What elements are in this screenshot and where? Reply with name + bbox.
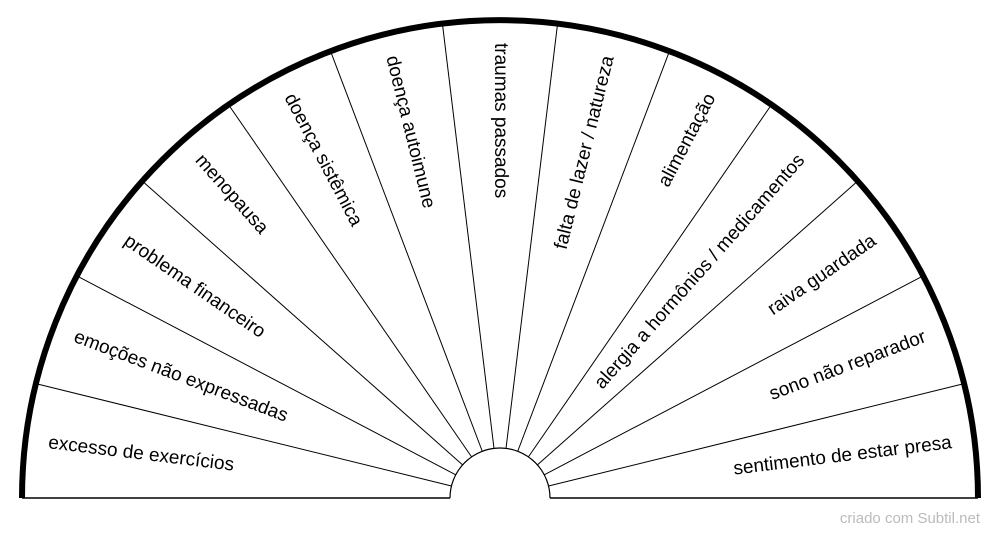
sector-divider (548, 383, 965, 487)
sector-label: falta de lazer / natureza (551, 53, 619, 251)
sector-label: menopausa (191, 150, 273, 239)
sector-divider (228, 104, 473, 458)
outer-arc (19, 17, 981, 499)
sector-divider (76, 275, 456, 476)
sector-divider (544, 275, 924, 476)
sector-label: raiva guardada (764, 230, 881, 320)
sector-divider (517, 50, 670, 452)
sector-label: traumas passados (490, 43, 511, 198)
sector-label: problema financeiro (120, 230, 269, 342)
sector-label: alimentação (654, 90, 720, 190)
sector-label: doença autoimune (381, 54, 439, 211)
sector-divider (537, 180, 859, 466)
footer-credit: criado com Subtil.net (839, 510, 980, 527)
inner-semicircle (449, 447, 551, 499)
sector-label: sentimento de estar presa (732, 432, 953, 479)
sector-divider (505, 23, 559, 449)
sector-divider (35, 383, 452, 487)
sector-divider (527, 104, 772, 458)
sector-label: excesso de exercícios (47, 432, 235, 475)
sector-divider (441, 23, 495, 449)
sector-label: alergia a hormônios / medicamentos (590, 150, 809, 393)
sector-label: sono não reparador (766, 326, 929, 405)
sector-divider (330, 50, 483, 452)
sector-divider (141, 180, 463, 466)
